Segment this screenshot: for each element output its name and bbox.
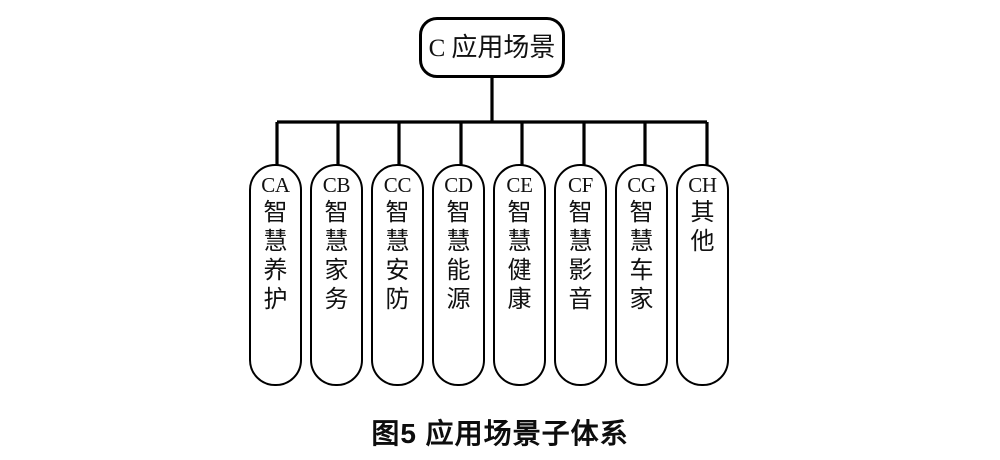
leaf-name-char: 安: [385, 257, 410, 284]
leaf-name-char: 智: [507, 199, 532, 226]
leaf-node-cf[interactable]: CF 智 慧 影 音: [554, 164, 607, 386]
leaf-node-code-cf: CF: [567, 173, 594, 197]
leaf-name-char: 智: [446, 199, 471, 226]
leaf-node-code-cg: CG: [627, 173, 656, 197]
leaf-node-code-cc: CC: [383, 173, 412, 197]
leaf-node-code-ce: CE: [506, 173, 533, 197]
leaf-node-ca[interactable]: CA 智 慧 养 护: [249, 164, 302, 386]
leaf-name-char: 智: [568, 199, 593, 226]
leaf-node-name-cg: 智 慧 车 家: [630, 198, 654, 314]
leaf-name-char: 护: [263, 286, 288, 313]
leaf-name-char: 影: [568, 257, 593, 284]
figure-caption: 图5 应用场景子体系: [371, 418, 629, 449]
leaf-node-cd[interactable]: CD 智 慧 能 源: [432, 164, 485, 386]
leaf-node-cb[interactable]: CB 智 慧 家 务: [310, 164, 363, 386]
leaf-name-char: 健: [507, 257, 532, 284]
leaf-node-code-cd: CD: [444, 173, 473, 197]
leaf-node-ce[interactable]: CE 智 慧 健 康: [493, 164, 546, 386]
leaf-name-char: 慧: [446, 228, 471, 255]
leaf-name-char: 智: [385, 199, 410, 226]
leaf-name-char: 能: [446, 257, 471, 284]
leaf-name-char: 务: [324, 286, 349, 313]
leaf-name-char: 防: [385, 286, 410, 313]
leaf-node-name-ch: 其 他: [691, 198, 715, 256]
leaf-name-char: 音: [568, 286, 593, 313]
leaf-name-char: 慧: [263, 228, 288, 255]
leaf-node-cc[interactable]: CC 智 慧 安 防: [371, 164, 424, 386]
leaf-name-char: 慧: [507, 228, 532, 255]
leaf-name-char: 家: [324, 257, 349, 284]
leaf-node-name-cf: 智 慧 影 音: [569, 198, 593, 314]
leaf-node-name-cd: 智 慧 能 源: [447, 198, 471, 314]
leaf-name-char: 家: [629, 286, 654, 313]
leaf-name-char: 康: [507, 286, 532, 313]
leaf-node-name-ca: 智 慧 养 护: [264, 198, 288, 314]
leaf-node-code-ca: CA: [261, 173, 290, 197]
leaf-node-name-cb: 智 慧 家 务: [325, 198, 349, 314]
leaf-name-char: 源: [446, 286, 471, 313]
leaf-node-name-ce: 智 慧 健 康: [508, 198, 532, 314]
leaf-node-row: CA 智 慧 养 护 CB 智 慧 家 务 CC 智 慧 安 防: [249, 164, 761, 386]
leaf-node-code-cb: CB: [322, 173, 351, 197]
root-node-label: C 应用场景: [429, 34, 556, 61]
leaf-name-char: 养: [263, 257, 288, 284]
leaf-name-char: 其: [690, 199, 715, 226]
leaf-name-char: 慧: [385, 228, 410, 255]
leaf-name-char: 慧: [629, 228, 654, 255]
root-node-application-scenario[interactable]: C 应用场景: [419, 17, 565, 78]
leaf-name-char: 智: [324, 199, 349, 226]
leaf-name-char: 智: [629, 199, 654, 226]
root-node-name: 应用场景: [451, 32, 556, 62]
leaf-name-char: 他: [690, 228, 715, 255]
leaf-node-cg[interactable]: CG 智 慧 车 家: [615, 164, 668, 386]
leaf-node-code-ch: CH: [688, 173, 717, 197]
leaf-name-char: 车: [629, 257, 654, 284]
leaf-name-char: 慧: [324, 228, 349, 255]
leaf-node-ch[interactable]: CH 其 他: [676, 164, 729, 386]
leaf-name-char: 智: [263, 199, 288, 226]
leaf-name-char: 慧: [568, 228, 593, 255]
leaf-node-name-cc: 智 慧 安 防: [386, 198, 410, 314]
root-node-code: C: [428, 35, 446, 62]
